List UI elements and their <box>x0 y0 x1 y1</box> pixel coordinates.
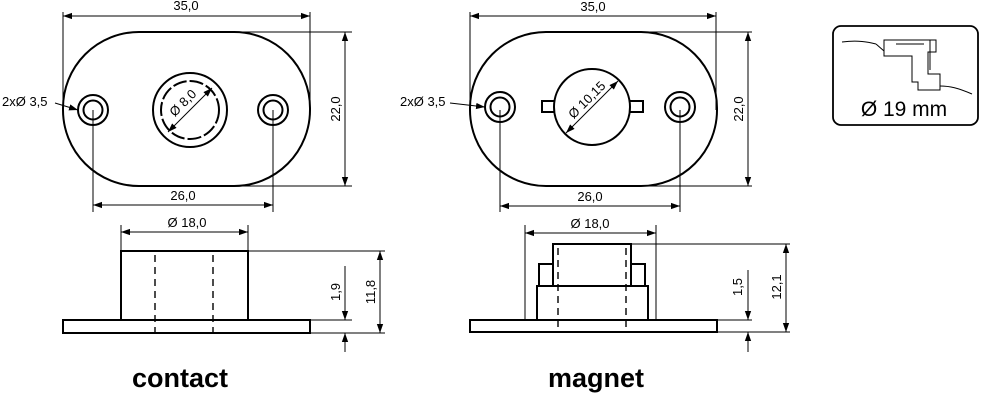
magnet-right-hole-inner <box>669 96 691 118</box>
contact-cylinder <box>120 250 249 321</box>
contact-right-hole-inner <box>262 99 284 121</box>
magnet-total-height-label: 12,1 <box>769 274 784 299</box>
installation-box-frame <box>832 25 979 126</box>
contact-center-socket-outer <box>152 72 228 148</box>
contact-hole-spacing-label: 26,0 <box>170 188 195 203</box>
contact-center-label: Ø 8,0 <box>166 86 199 119</box>
contact-width-label: 35,0 <box>173 0 198 13</box>
magnet-right-tab-side <box>630 263 646 287</box>
magnet-lower-block <box>536 285 649 321</box>
installation-box <box>832 25 979 126</box>
magnet-base-height-label: 1,5 <box>730 278 745 296</box>
magnet-left-tab-side <box>538 263 554 287</box>
magnet-width-label: 35,0 <box>580 0 605 14</box>
contact-right-hole <box>257 94 289 126</box>
contact-height-label: 22,0 <box>328 96 343 121</box>
contact-hole-label: 2xØ 3,5 <box>2 94 48 109</box>
magnet-hole-label: 2xØ 3,5 <box>400 94 446 109</box>
magnet-side-view <box>469 225 790 352</box>
magnet-right-hole <box>664 91 696 123</box>
contact-caption: contact <box>132 363 228 393</box>
contact-total-height-label: 11,8 <box>363 280 378 304</box>
contact-base-height-label: 1,9 <box>328 283 343 301</box>
contact-side-view-labels: Ø 18,0 1,9 11,8 contact <box>132 215 378 393</box>
magnet-left-hole-inner <box>489 96 511 118</box>
magnet-base-plate <box>469 319 718 333</box>
contact-center-socket-inner <box>160 80 220 140</box>
contact-diameter-label: Ø 18,0 <box>167 215 206 230</box>
magnet-upper-block <box>552 243 632 287</box>
magnet-side-view-labels: Ø 18,0 1,5 12,1 magnet <box>548 216 784 393</box>
magnet-top-view <box>449 12 752 212</box>
magnet-height-label: 22,0 <box>731 96 746 121</box>
contact-left-hole-inner <box>82 99 104 121</box>
cable-line <box>841 40 877 45</box>
contact-top-view <box>54 12 352 212</box>
contact-side-view <box>62 225 385 352</box>
contact-base-plate <box>62 319 311 334</box>
magnet-caption: magnet <box>548 363 644 393</box>
installation-profile <box>883 39 941 91</box>
magnet-diameter-label: Ø 18,0 <box>570 216 609 231</box>
installation-box-label: Ø 19 mm <box>861 98 947 121</box>
contact-top-view-labels: 35,0 22,0 26,0 2xØ 3,5 Ø 8,0 <box>2 0 343 203</box>
magnet-hole-spacing-label: 26,0 <box>577 189 602 204</box>
